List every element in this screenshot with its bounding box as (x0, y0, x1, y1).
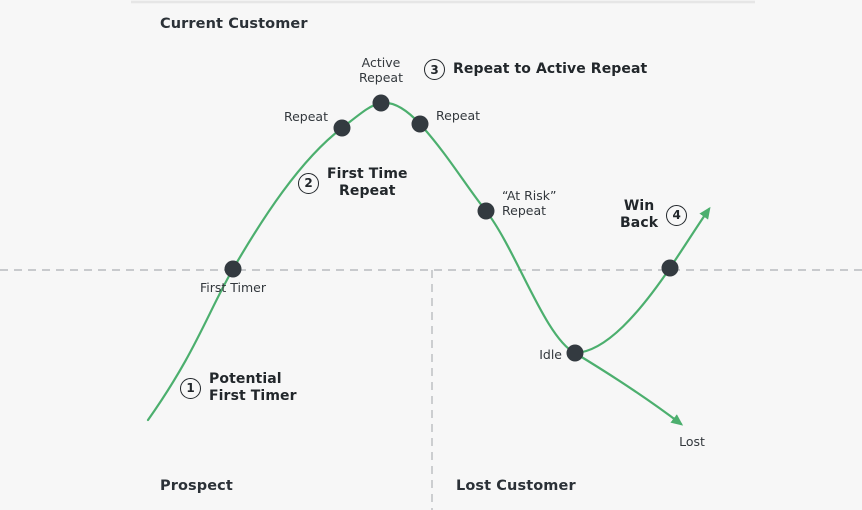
zone-label-lost-customer: Lost Customer (456, 478, 576, 494)
zone-label-prospect: Prospect (160, 478, 233, 494)
node-label-active-repeat: Active Repeat (358, 55, 403, 85)
stage-first-time-repeat[interactable]: 2 First Time Repeat (298, 166, 408, 200)
stage-badge-2: 2 (298, 172, 319, 194)
node-dot-first-timer[interactable] (224, 260, 242, 278)
stage-label-win-back: Win Back (620, 198, 659, 231)
stage-potential-first-timer[interactable]: 1 Potential First Timer (180, 371, 297, 405)
zone-label-current-customer: Current Customer (160, 16, 308, 32)
node-dot-win-back[interactable] (661, 259, 679, 277)
node-dot-repeat-1[interactable] (333, 119, 351, 137)
stage-badge-3: 3 (424, 59, 445, 80)
node-dot-at-risk-repeat[interactable] (477, 202, 495, 220)
stage-badge-4: 4 (666, 204, 688, 226)
stage-label-first-time-repeat: First Time Repeat (327, 166, 408, 199)
node-label-at-risk-repeat: “At Risk” Repeat (502, 188, 557, 218)
node-label-first-timer: First Timer (199, 280, 266, 295)
stage-badge-1: 1 (180, 377, 201, 399)
node-label-lost: Lost (679, 434, 705, 449)
node-dot-idle[interactable] (566, 344, 584, 362)
stage-repeat-to-active-repeat[interactable]: 3 Repeat to Active Repeat (424, 59, 647, 80)
node-label-repeat-1: Repeat (283, 109, 328, 124)
stage-win-back[interactable]: 4 Win Back (620, 198, 688, 232)
node-label-idle: Idle (539, 347, 562, 362)
node-dot-active-repeat[interactable] (372, 94, 390, 112)
lost-branch-curve (573, 351, 684, 426)
node-label-repeat-2: Repeat (436, 108, 481, 123)
stage-label-potential-first-timer: Potential First Timer (209, 371, 297, 404)
node-dot-repeat-2[interactable] (411, 115, 429, 133)
stage-label-repeat-to-active-repeat: Repeat to Active Repeat (453, 61, 648, 77)
